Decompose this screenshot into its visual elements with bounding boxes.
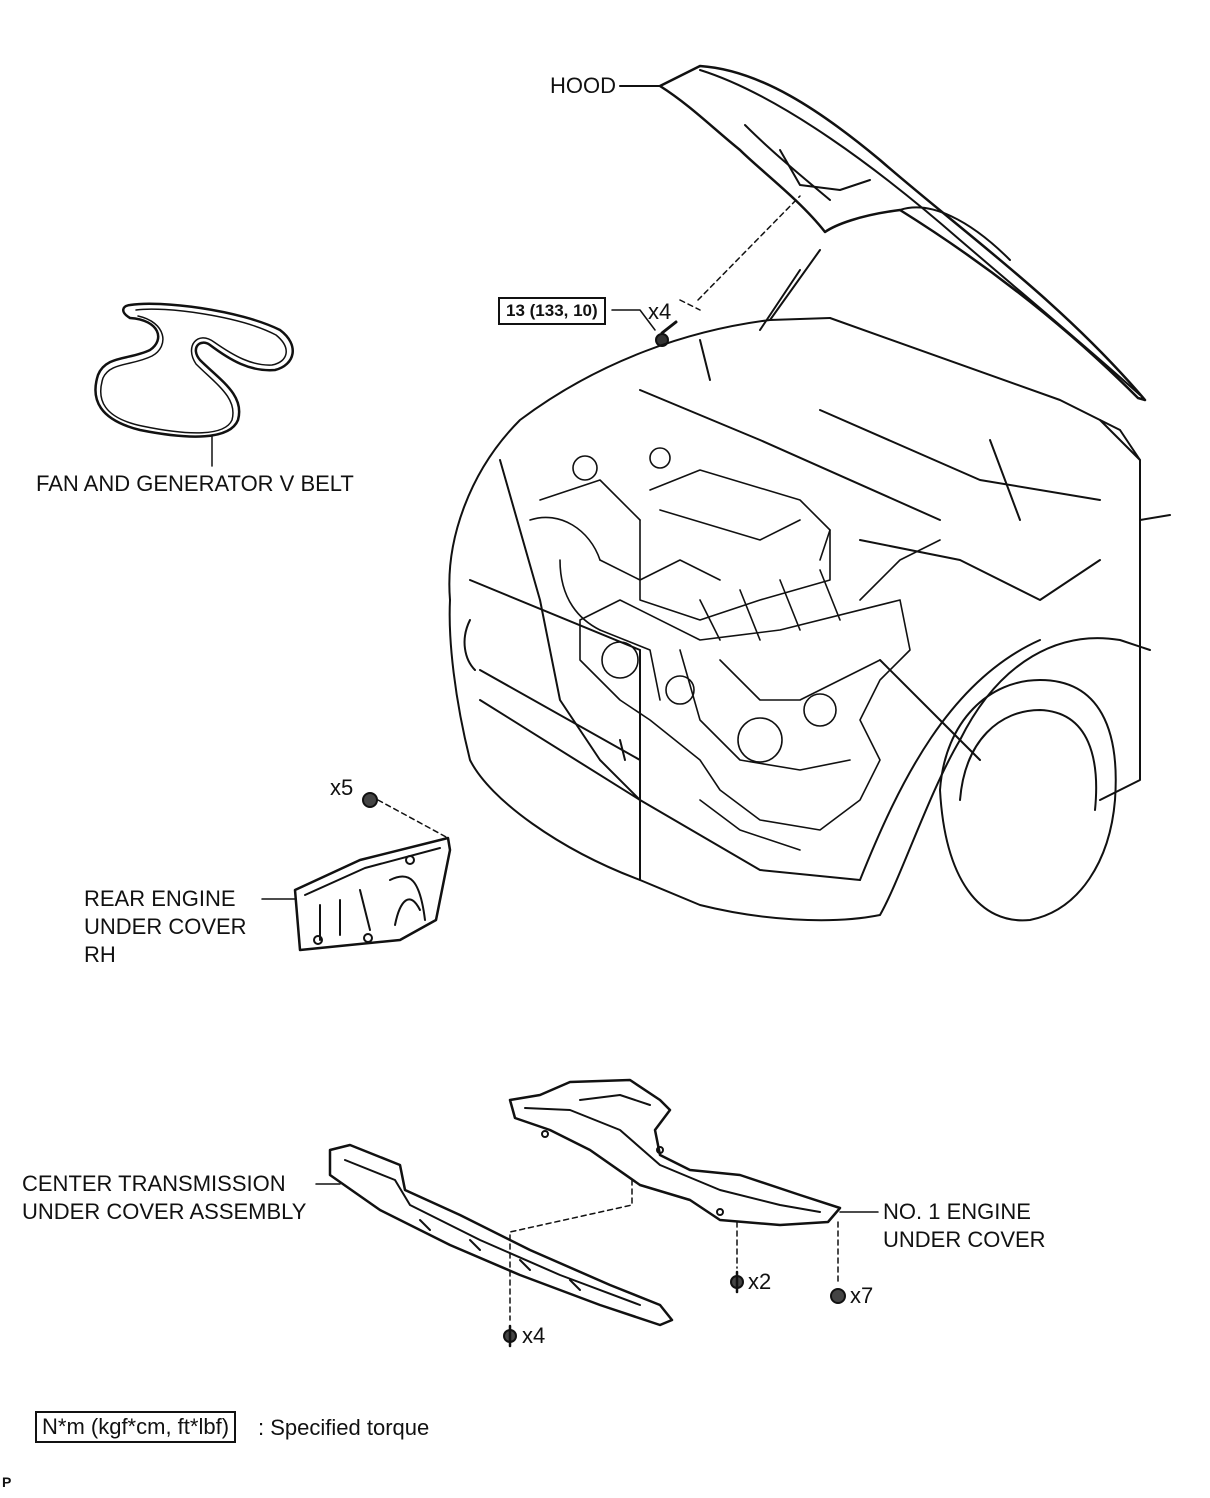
hood-bolt-torque: 13 (133, 10)	[498, 297, 606, 325]
engine-assembly	[529, 447, 941, 851]
engine-under-cover-label: NO. 1 ENGINE UNDER COVER	[883, 1198, 1046, 1254]
engine-bolt-qty: x2	[748, 1269, 772, 1294]
engine-bolt-icon	[730, 1270, 744, 1294]
engine-cover-line-1: NO. 1 ENGINE	[883, 1199, 1031, 1224]
center-bolt-icon	[503, 1324, 517, 1348]
vehicle-front	[448, 249, 1171, 922]
engine-cover-line-2: UNDER COVER	[883, 1227, 1046, 1252]
v-belt-label: FAN AND GENERATOR V BELT	[36, 471, 354, 496]
torque-legend-text: : Specified torque	[258, 1415, 430, 1440]
center-under-cover-label: CENTER TRANSMISSION UNDER COVER ASSEMBLY	[22, 1170, 306, 1226]
footer-mark: P	[2, 1474, 12, 1490]
center-cover-line-1: CENTER TRANSMISSION	[22, 1171, 286, 1196]
torque-unit-box: N*m (kgf*cm, ft*lbf)	[35, 1411, 237, 1443]
rear-cover-line-3: RH	[84, 942, 116, 967]
v-belt	[94, 302, 294, 467]
rear-clip-icon	[362, 792, 378, 808]
rear-cover-line-2: UNDER COVER	[84, 914, 247, 939]
rear-cover-line-1: REAR ENGINE	[84, 886, 236, 911]
center-bolt-qty: x4	[522, 1323, 546, 1348]
rear-under-cover-label: REAR ENGINE UNDER COVER RH	[84, 885, 247, 969]
rear-clip-qty: x5	[330, 775, 354, 800]
engine-clip-qty: x7	[850, 1283, 874, 1308]
engine-clip-icon	[830, 1288, 846, 1304]
rear-under-cover-part	[261, 836, 452, 952]
center-under-cover-part	[315, 1143, 674, 1327]
hood-panel	[619, 64, 1147, 402]
center-cover-line-2: UNDER COVER ASSEMBLY	[22, 1199, 307, 1224]
hood-bolt-qty: x4	[648, 299, 672, 324]
hood-label: HOOD	[550, 73, 616, 98]
engine-under-cover-part	[508, 1078, 879, 1227]
